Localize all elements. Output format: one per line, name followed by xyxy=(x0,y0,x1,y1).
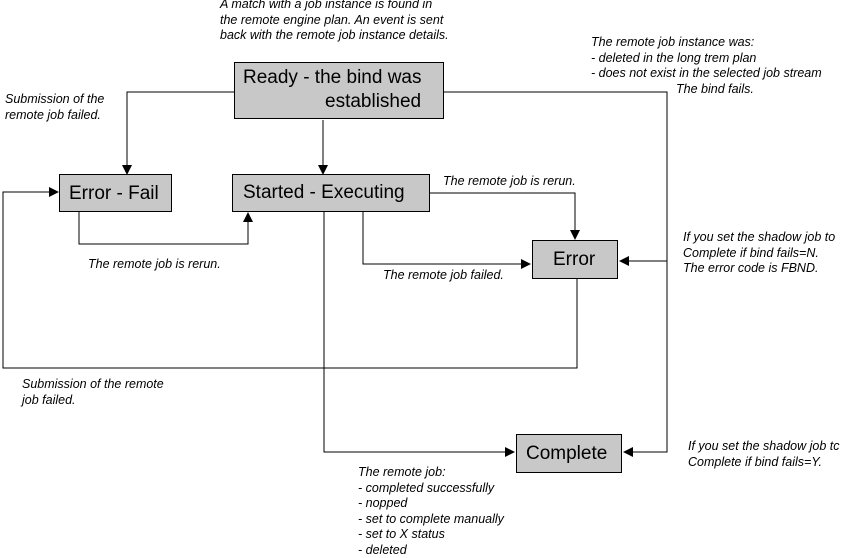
arrow-started-to-error-rerun xyxy=(430,192,580,240)
arrow-ready-to-complete xyxy=(444,91,668,457)
arrow-started-to-error-failed xyxy=(362,212,531,269)
state-error: Error xyxy=(532,240,618,279)
arrow-error-to-error-fail xyxy=(2,187,578,369)
note-remote-instance: The remote job instance was: - deleted i… xyxy=(591,35,822,96)
note-shadow-y: If you set the shadow job tc Complete if… xyxy=(688,439,840,469)
arrow-started-to-complete xyxy=(323,212,515,457)
state-ready-line1: Ready - the bind was xyxy=(243,67,422,88)
note-remote-failed: The remote job failed. xyxy=(383,268,504,282)
note-submission-failed-bottom: Submission of the remote job failed. xyxy=(22,377,164,407)
state-error-fail-label: Error - Fail xyxy=(69,183,159,204)
note-rerun-bottom: The remote job is rerun. xyxy=(88,257,221,271)
note-match-found: A match with a job instance is found in … xyxy=(220,0,449,42)
state-started-label: Started - Executing xyxy=(243,182,405,203)
state-error-label: Error xyxy=(553,249,596,270)
note-shadow-n: If you set the shadow job to Complete if… xyxy=(683,230,836,275)
state-ready-line2: established xyxy=(325,91,422,112)
state-complete-label: Complete xyxy=(526,443,608,464)
arrow-ready-to-error-fail xyxy=(122,91,234,175)
state-complete: Complete xyxy=(516,434,622,473)
state-error-fail: Error - Fail xyxy=(59,174,172,212)
note-submission-failed-top: Submission of the remote job failed. xyxy=(5,92,105,122)
note-rerun-top: The remote job is rerun. xyxy=(443,174,576,188)
note-remote-job: The remote job: - completed successfully… xyxy=(358,465,504,557)
arrow-error-fail-to-started xyxy=(78,212,253,245)
state-started-executing: Started - Executing xyxy=(232,174,430,212)
state-ready: Ready - the bind was established xyxy=(234,62,444,119)
